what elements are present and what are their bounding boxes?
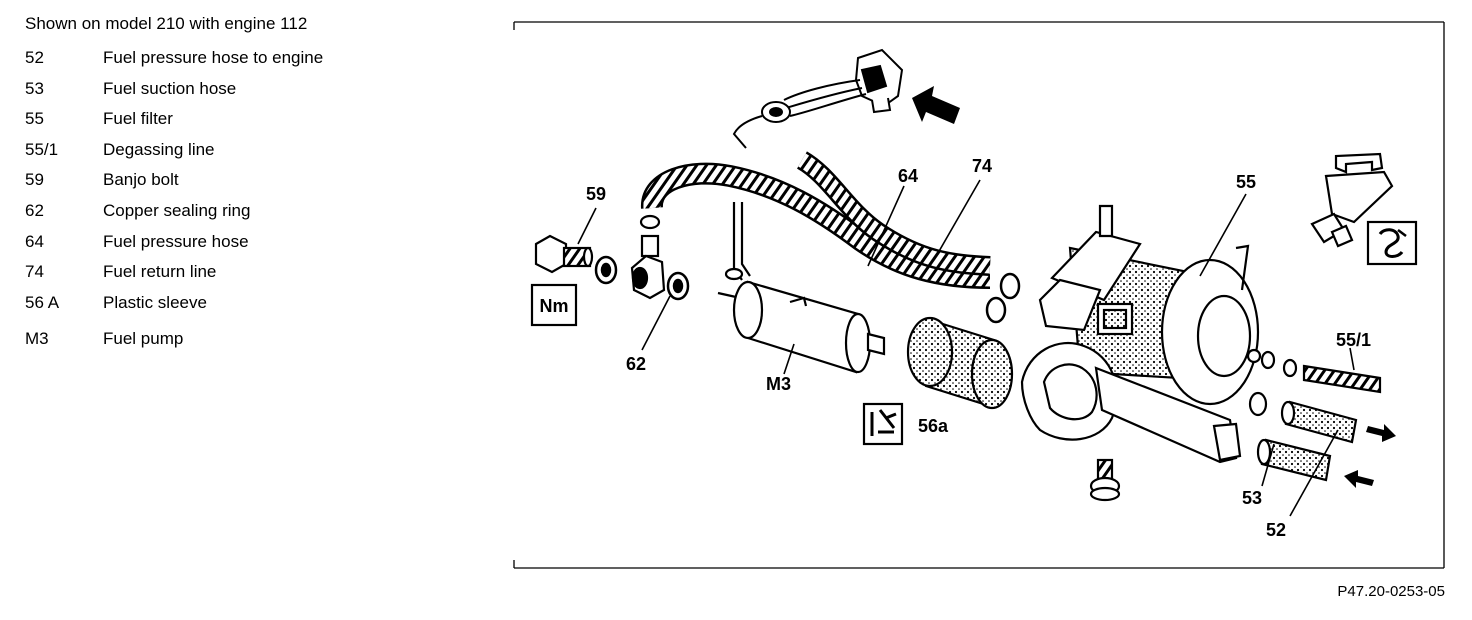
- special-tool-icon: [1310, 152, 1394, 248]
- legend-number: 64: [25, 231, 44, 251]
- fuel-return-line: [796, 151, 991, 276]
- callout-m3: M3: [766, 374, 791, 394]
- legend-row: 56 A Plastic sleeve: [25, 293, 495, 324]
- legend-heading: Shown on model 210 with engine 112: [25, 14, 308, 33]
- legend-row: 55/1 Degassing line: [25, 140, 495, 171]
- callout-55-1: 55/1: [1336, 330, 1371, 350]
- callout-74: 74: [972, 156, 992, 176]
- pump-outlet-pipe: [724, 202, 751, 281]
- legend-text: Fuel pressure hose to engine: [103, 48, 324, 67]
- callout-52: 52: [1266, 520, 1286, 540]
- legend-text: Fuel suction hose: [103, 78, 237, 98]
- fuel-pressure-hose: [641, 162, 991, 289]
- legend-row: 53 Fuel suction hose: [25, 79, 495, 110]
- legend-number: M3: [25, 329, 49, 349]
- legend-number: 53: [25, 78, 44, 98]
- legend-row: 59 Banjo bolt: [25, 170, 495, 201]
- legend-text: Fuel filter: [103, 109, 173, 129]
- filter-clamp: [1020, 341, 1242, 464]
- legend-number: 62: [25, 200, 44, 220]
- legend-number: 52: [25, 48, 44, 67]
- callout-59: 59: [586, 184, 606, 204]
- torque-badge: Nm: [530, 283, 578, 327]
- hose-clip: [985, 272, 1021, 324]
- legend-text: Degassing line: [103, 139, 215, 159]
- fuel-filter: [1038, 204, 1262, 406]
- legend-number: 56 A: [25, 292, 60, 312]
- fuel-suction-hose: [1256, 438, 1332, 482]
- copper-sealing-ring: [594, 255, 690, 301]
- legend-number: 55/1: [25, 139, 59, 159]
- legend-number: 55: [25, 109, 44, 129]
- legend-row: 74 Fuel return line: [25, 262, 495, 293]
- legend-row: 55 Fuel filter: [25, 109, 495, 140]
- legend-row: 52 Fuel pressure hose to engine: [25, 48, 495, 79]
- legend-number: 74: [25, 262, 44, 282]
- callout-53: 53: [1242, 488, 1262, 508]
- outflow-arrow: [1366, 424, 1396, 442]
- legend-row: M3 Fuel pump: [25, 329, 495, 360]
- torque-badge-label: Nm: [539, 296, 568, 316]
- flow-arrow: [912, 86, 960, 124]
- legend-text: Banjo bolt: [103, 170, 179, 190]
- banjo-fitting: [630, 214, 666, 300]
- banjo-bolt: [534, 234, 594, 274]
- fuel-pressure-hose-to-engine: [1248, 391, 1358, 444]
- callout-labels: 59 62 M3 64 74 55 56a 55/1 53 52: [586, 156, 1371, 540]
- legend-text: Plastic sleeve: [103, 292, 207, 312]
- figure-frame: [513, 21, 1445, 569]
- degassing-line: [1260, 350, 1382, 394]
- callout-62: 62: [626, 354, 646, 374]
- callout-56a: 56a: [918, 416, 949, 436]
- leader-lines: [577, 179, 1355, 517]
- procedure-symbol-icon: [862, 402, 904, 446]
- callout-55: 55: [1236, 172, 1256, 192]
- legend-text: Copper sealing ring: [103, 200, 251, 220]
- wrench-symbol-icon: [1366, 220, 1418, 266]
- fuel-pump: [717, 280, 886, 374]
- legend-number: 59: [25, 170, 44, 190]
- inflow-arrow: [1344, 470, 1374, 488]
- mounting-screw: [1089, 458, 1121, 502]
- figure-reference: P47.20-0253-05: [1337, 583, 1445, 600]
- legend-row: 62 Copper sealing ring: [25, 201, 495, 232]
- electrical-connector: [732, 48, 904, 149]
- legend-row: 64 Fuel pressure hose: [25, 232, 495, 263]
- legend-text: Fuel pressure hose: [103, 231, 249, 251]
- callout-64: 64: [898, 166, 918, 186]
- legend-text: Fuel return line: [103, 262, 217, 282]
- legend-text: Fuel pump: [103, 329, 184, 349]
- plastic-sleeve: [906, 316, 1014, 410]
